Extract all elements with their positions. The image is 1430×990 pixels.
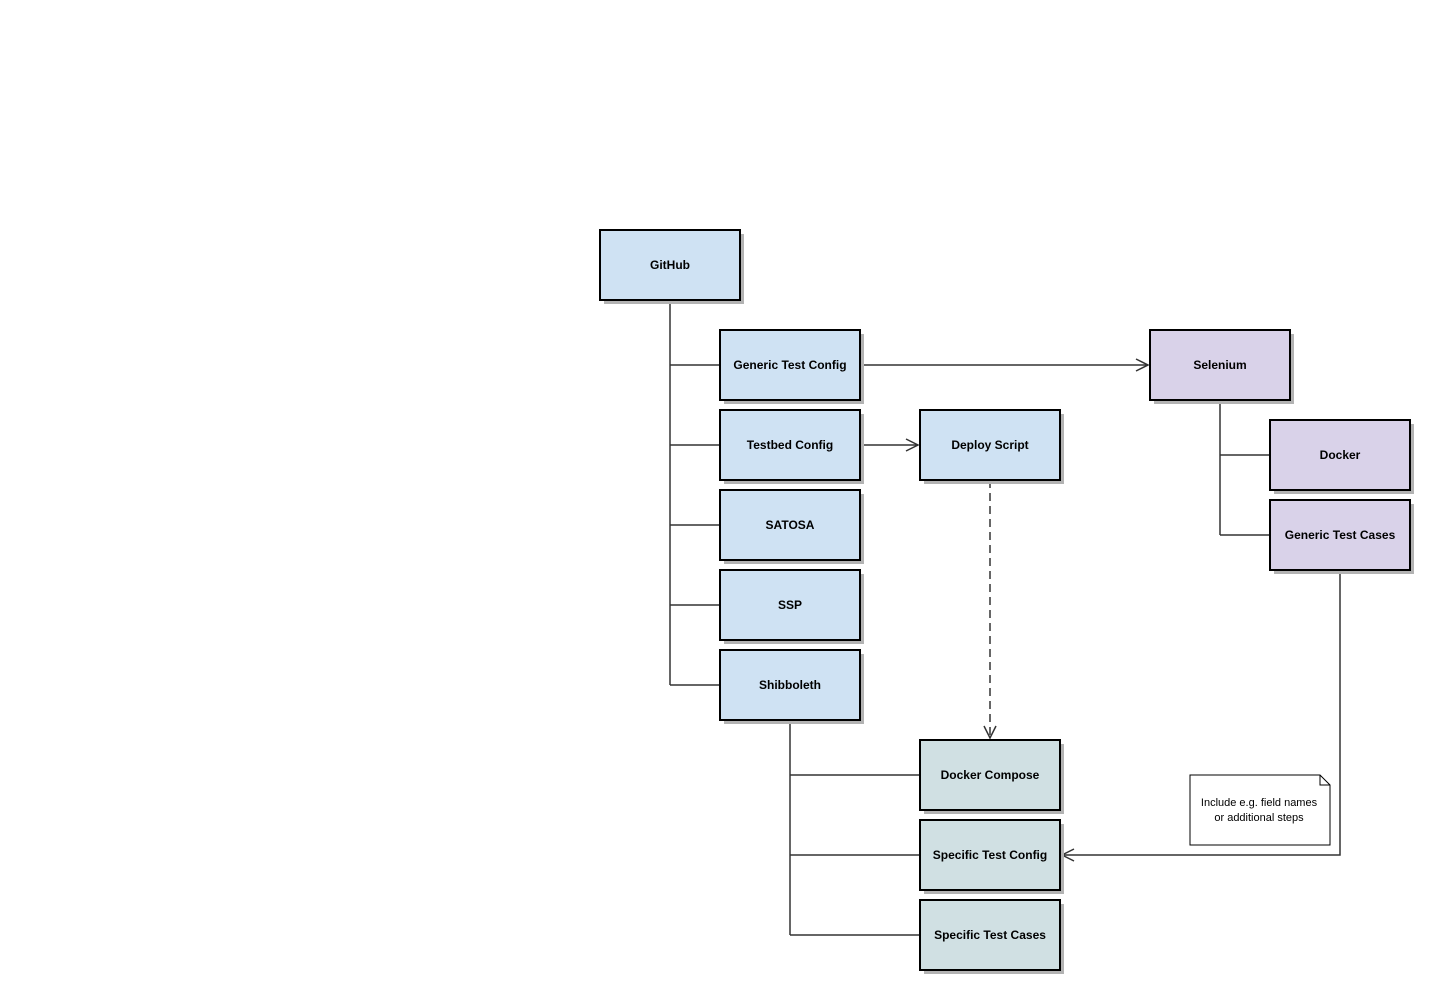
note[interactable]: Include e.g. field names or additional s… bbox=[1189, 774, 1331, 846]
node-specific-test-config-label: Specific Test Config bbox=[933, 848, 1047, 862]
note-line-1: Include e.g. field names bbox=[1201, 797, 1318, 809]
node-ssp-label: SSP bbox=[778, 598, 802, 612]
node-github-label: GitHub bbox=[650, 258, 690, 272]
node-docker-box[interactable] bbox=[1269, 419, 1411, 491]
node-ssp[interactable]: SSP bbox=[719, 569, 864, 644]
node-testbed-config-box[interactable] bbox=[719, 409, 861, 481]
node-shibboleth[interactable]: Shibboleth bbox=[719, 649, 864, 724]
node-docker[interactable]: Docker bbox=[1269, 419, 1414, 494]
node-specific-test-config-box[interactable] bbox=[919, 819, 1061, 891]
node-deploy-script-label: Deploy Script bbox=[951, 438, 1028, 452]
node-github-box[interactable] bbox=[599, 229, 741, 301]
node-satosa[interactable]: SATOSA bbox=[719, 489, 864, 564]
node-specific-test-cases-box[interactable] bbox=[919, 899, 1061, 971]
node-specific-test-config[interactable]: Specific Test Config bbox=[919, 819, 1064, 894]
node-generic-test-config-label: Generic Test Config bbox=[733, 358, 846, 372]
node-shibboleth-label: Shibboleth bbox=[759, 678, 821, 692]
node-testbed-config[interactable]: Testbed Config bbox=[719, 409, 864, 484]
node-deploy-script-box[interactable] bbox=[919, 409, 1061, 481]
node-generic-test-cases[interactable]: Generic Test Cases bbox=[1269, 499, 1414, 574]
node-satosa-label: SATOSA bbox=[766, 518, 815, 532]
node-github[interactable]: GitHub bbox=[599, 229, 744, 304]
node-generic-test-cases-box[interactable] bbox=[1269, 499, 1411, 571]
node-docker-compose[interactable]: Docker Compose bbox=[919, 739, 1064, 814]
note-fold bbox=[1319, 775, 1330, 786]
node-docker-label: Docker bbox=[1320, 448, 1361, 462]
node-selenium-label: Selenium bbox=[1193, 358, 1246, 372]
node-selenium[interactable]: Selenium bbox=[1149, 329, 1294, 404]
node-deploy-script[interactable]: Deploy Script bbox=[919, 409, 1064, 484]
note-shape[interactable] bbox=[1189, 774, 1331, 846]
node-generic-test-config[interactable]: Generic Test Config bbox=[719, 329, 864, 404]
arrowhead-deploy-script bbox=[905, 438, 920, 452]
arrowhead-selenium bbox=[1135, 358, 1150, 372]
node-testbed-config-label: Testbed Config bbox=[747, 438, 833, 452]
arrowhead-docker-compose bbox=[983, 725, 997, 740]
edges bbox=[669, 300, 1341, 936]
node-generic-test-cases-label: Generic Test Cases bbox=[1285, 528, 1396, 542]
node-docker-compose-label: Docker Compose bbox=[941, 768, 1040, 782]
node-specific-test-cases-label: Specific Test Cases bbox=[934, 928, 1046, 942]
node-satosa-box[interactable] bbox=[719, 489, 861, 561]
note-line-2: or additional steps bbox=[1214, 812, 1304, 824]
node-specific-test-cases[interactable]: Specific Test Cases bbox=[919, 899, 1064, 974]
node-selenium-box[interactable] bbox=[1149, 329, 1291, 401]
node-generic-test-config-box[interactable] bbox=[719, 329, 861, 401]
edge-generic-test-cases-specific-test-config bbox=[1062, 570, 1341, 856]
node-shibboleth-box[interactable] bbox=[719, 649, 861, 721]
node-ssp-box[interactable] bbox=[719, 569, 861, 641]
node-docker-compose-box[interactable] bbox=[919, 739, 1061, 811]
